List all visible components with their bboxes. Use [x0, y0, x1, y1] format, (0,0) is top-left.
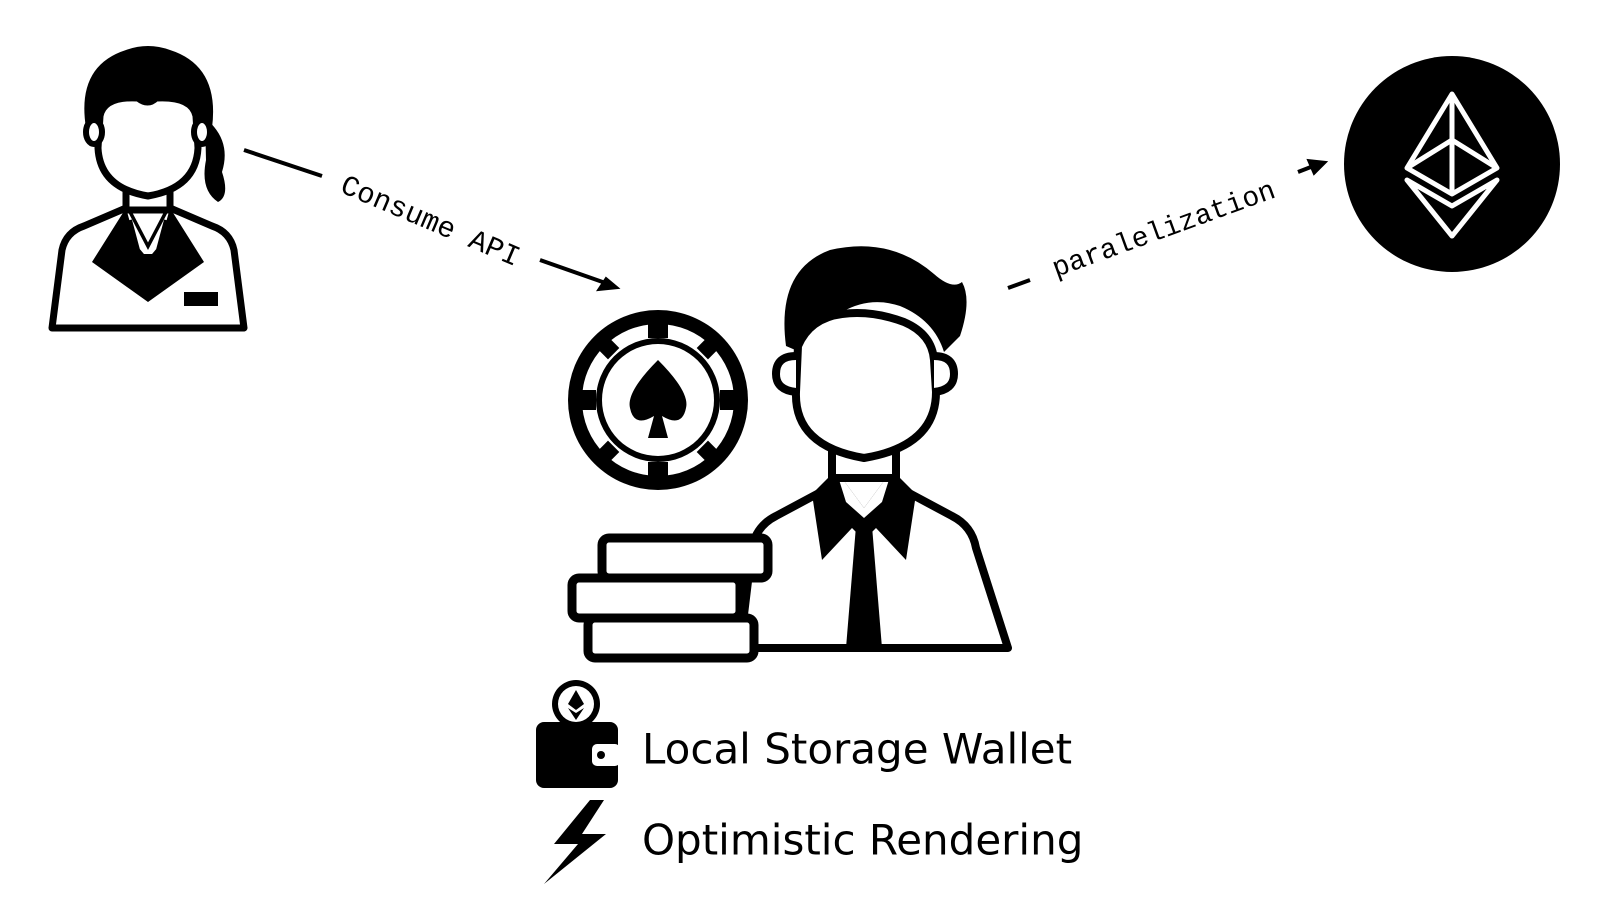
businessman-icon	[736, 246, 1012, 652]
consume-api-label: Consume API	[335, 170, 524, 275]
businesswoman-icon	[48, 46, 248, 332]
feature-label: Local Storage Wallet	[642, 725, 1072, 774]
lightning-bolt-icon	[544, 800, 606, 884]
arrowhead-icon	[595, 276, 621, 292]
paralelization-arrow: paralelization	[1007, 158, 1329, 290]
spade-poker-chip-icon	[568, 310, 748, 490]
feature-optimistic-rendering: Optimistic Rendering	[544, 800, 1083, 884]
feature-local-storage-wallet: Local Storage Wallet	[536, 680, 1072, 788]
coin-stack-icon	[567, 533, 773, 663]
paralelization-label: paralelization	[1048, 176, 1280, 286]
arrowhead-icon	[1306, 158, 1329, 176]
consume-api-arrow: Consume API	[243, 148, 621, 292]
feature-label: Optimistic Rendering	[642, 816, 1083, 865]
ethereum-wallet-icon	[536, 680, 620, 788]
ethereum-logo-icon	[1344, 56, 1560, 272]
